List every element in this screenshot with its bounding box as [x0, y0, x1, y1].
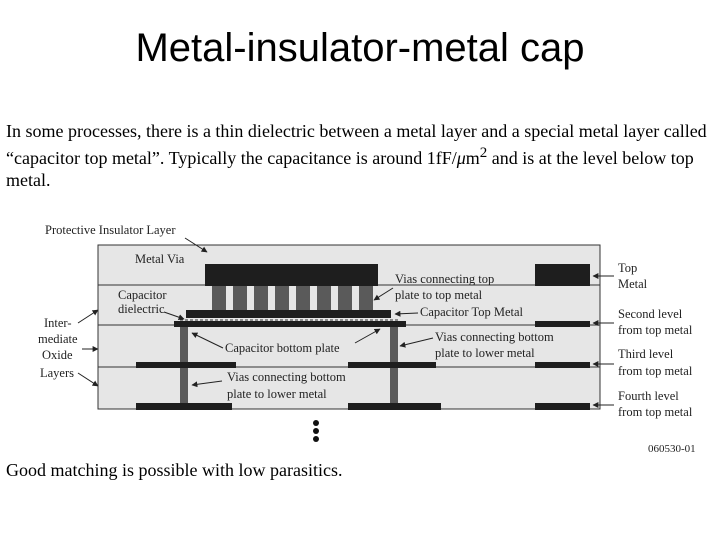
label-cap-dielectric-2: dielectric [118, 302, 165, 316]
label-third-level-1: Third level [618, 347, 674, 361]
exponent-text: 2 [479, 145, 488, 161]
via-top-8 [359, 286, 373, 310]
via-top-4 [275, 286, 289, 310]
arrow-vias-top [373, 287, 394, 301]
fourth-level-metal-center [348, 403, 441, 410]
arrow-protective [184, 237, 208, 253]
continuation-dots [313, 420, 319, 442]
label-vias-bottom-left-2: plate to lower metal [227, 387, 327, 401]
dot-3 [313, 436, 319, 442]
via-top-6 [317, 286, 331, 310]
third-level-metal-right [535, 362, 590, 368]
label-cap-dielectric-1: Capacitor [118, 288, 167, 302]
intro-text-2: and is at the level below top metal. [6, 148, 694, 190]
label-vias-bottom-right-1: Vias connecting bottom [435, 330, 554, 344]
label-fourth-level-2: from top metal [618, 405, 693, 419]
fourth-level-metal-left [136, 403, 232, 410]
footer-text: Good matching is possible with low paras… [6, 460, 343, 480]
label-top-metal-1: Top [618, 261, 637, 275]
label-inter-1: Inter- [44, 316, 72, 330]
arrow-vias-bottom-left [191, 380, 223, 388]
label-second-level-2: from top metal [618, 323, 693, 337]
dot-2 [313, 428, 319, 434]
intro-paragraph: In some processes, there is a thin diele… [6, 120, 718, 191]
label-vias-bottom-left-1: Vias connecting bottom [227, 370, 346, 384]
label-cap-bottom-plate: Capacitor bottom plate [225, 341, 340, 355]
label-second-level-1: Second level [618, 307, 683, 321]
top-metal-block [205, 264, 378, 286]
arrow-cap-bottom-plate-b [354, 328, 381, 344]
figure-id: 060530-01 [648, 443, 696, 455]
label-inter-2: mediate [38, 332, 78, 346]
via-top-5 [296, 286, 310, 310]
oxide-band-4 [97, 366, 601, 410]
second-level-metal-right [535, 321, 590, 327]
label-cap-top-metal: Capacitor Top Metal [420, 305, 524, 319]
intro-text-1: In some processes, there is a thin diele… [6, 121, 707, 168]
slide-title: Metal-insulator-metal cap [135, 26, 585, 70]
capacitor-top-metal [186, 310, 391, 318]
top-metal-right [535, 264, 590, 286]
fourth-level-metal-right [535, 403, 590, 410]
label-top-metal-2: Metal [618, 277, 648, 291]
label-metal-via: Metal Via [135, 252, 185, 266]
arrow-cap-bottom-plate-a [191, 332, 224, 349]
capacitor-bottom-plate [174, 321, 406, 327]
arrow-inter-3 [77, 372, 99, 387]
dot-1 [313, 420, 319, 426]
label-third-level-2: from top metal [618, 364, 693, 378]
label-inter-3: Oxide [42, 348, 73, 362]
third-level-metal-left [136, 362, 236, 368]
arrow-cap-top-metal [394, 310, 419, 317]
label-protective-insulator: Protective Insulator Layer [45, 223, 176, 237]
via-top-3 [254, 286, 268, 310]
label-inter-4: Layers [40, 366, 74, 380]
via-top-7 [338, 286, 352, 310]
label-vias-bottom-right-2: plate to lower metal [435, 346, 535, 360]
label-vias-top-2: plate to top metal [395, 288, 483, 302]
top-plate-vias [212, 286, 373, 310]
label-vias-top-1: Vias connecting top [395, 272, 494, 286]
arrow-cap-dielectric [163, 311, 185, 321]
via-top-2 [233, 286, 247, 310]
via-top-1 [212, 286, 226, 310]
mu-symbol: μ [456, 148, 466, 168]
unit-text: m [465, 148, 480, 168]
label-fourth-level-1: Fourth level [618, 389, 679, 403]
arrow-vias-bottom-right [399, 337, 434, 348]
arrow-inter-1 [77, 309, 99, 324]
third-level-metal-center [348, 362, 436, 368]
